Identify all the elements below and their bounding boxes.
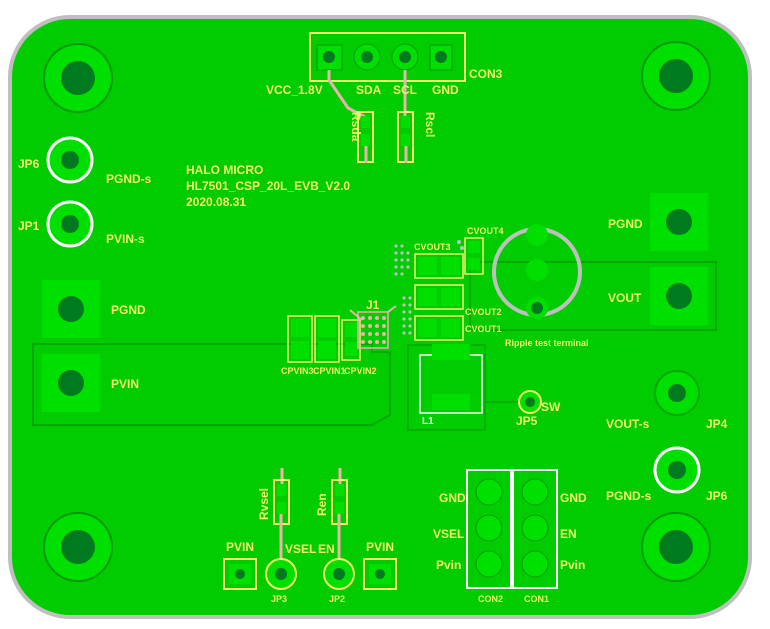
- right-power-pads: [650, 193, 708, 325]
- con1-pin-pvin: Pvin: [560, 558, 585, 572]
- label-cvout1: CVOUT1: [465, 324, 502, 334]
- con1-pin-en: EN: [560, 527, 577, 541]
- board-title-line1: HALO MICRO: [186, 163, 263, 177]
- label-j1: J1: [366, 298, 380, 312]
- con2-pin-gnd: GND: [439, 491, 466, 505]
- label-rvsel: Rvsel: [257, 488, 271, 520]
- board-outline: [8, 15, 752, 619]
- label-jp5: JP5: [516, 414, 538, 428]
- con3-header: [309, 32, 466, 82]
- bottom-jumper-pads: [223, 558, 397, 590]
- pvin-plane-outline: [32, 343, 391, 426]
- label-jp2: JP2: [329, 594, 345, 604]
- label-jp6-right: JP6: [706, 489, 728, 503]
- board-title-line3: 2020.08.31: [186, 195, 246, 209]
- left-test-points: [46, 136, 94, 248]
- con3-pin-vcc: VCC_1.8V: [266, 83, 323, 97]
- label-jp6-left: JP6: [18, 157, 40, 171]
- label-l1: L1: [422, 416, 434, 427]
- i2c-traces: [327, 70, 407, 119]
- label-cvout4: CVOUT4: [467, 226, 504, 236]
- mounting-holes: [43, 41, 711, 582]
- label-cvout3: CVOUT3: [414, 242, 451, 252]
- label-pvin-bottom-right: PVIN: [366, 540, 394, 554]
- con3-pin-gnd: GND: [432, 83, 459, 97]
- label-jp1: JP1: [18, 219, 40, 233]
- label-pgnd-right: PGND: [608, 217, 643, 231]
- bottom-resistors: [273, 468, 348, 566]
- label-rscl: Rscl: [423, 112, 437, 137]
- label-jp3: JP3: [271, 594, 287, 604]
- j1-and-cpvin: [287, 305, 397, 363]
- ripple-test-terminal: [492, 224, 582, 319]
- left-power-pads: [42, 280, 100, 412]
- con2-con1-headers: [466, 469, 558, 589]
- board-title-line2: HL7501_CSP_20L_EVB_V2.0: [186, 179, 350, 193]
- label-pgnd-s-right: PGND-s: [606, 489, 652, 503]
- top-resistors: [357, 111, 414, 163]
- label-pvin-s: PVIN-s: [106, 232, 145, 246]
- sw-test-point: [518, 390, 542, 414]
- label-ripple: Ripple test terminal: [505, 338, 589, 348]
- con1-pin-gnd: GND: [560, 491, 587, 505]
- via-field: [394, 240, 464, 335]
- vout-plane-outline: [469, 261, 717, 331]
- con3-pin-sda: SDA: [356, 83, 382, 97]
- label-cpvin1: CPVIN1: [313, 366, 346, 376]
- con2-pin-pvin: Pvin: [436, 558, 461, 572]
- label-pgnd-s-left: PGND-s: [106, 172, 152, 186]
- label-cpvin2: CPVIN2: [344, 366, 377, 376]
- label-pvin-left: PVIN: [111, 377, 139, 391]
- label-con2: CON2: [478, 594, 503, 604]
- label-pgnd-left: PGND: [111, 303, 146, 317]
- label-cvout2: CVOUT2: [465, 307, 502, 317]
- con3-ref: CON3: [469, 67, 503, 81]
- con2-pin-vsel: VSEL: [433, 527, 464, 541]
- right-test-points: [653, 370, 701, 494]
- cvout-capacitors: [414, 237, 484, 341]
- label-en-bottom: EN: [318, 542, 335, 556]
- label-vout-s: VOUT-s: [606, 417, 650, 431]
- label-rsda: Rsda: [349, 112, 363, 142]
- label-jp4: JP4: [706, 417, 728, 431]
- inductor-l1: [419, 344, 483, 414]
- label-vout: VOUT: [608, 291, 642, 305]
- label-cpvin3: CPVIN3: [281, 366, 314, 376]
- label-pvin-bottom-left: PVIN: [226, 540, 254, 554]
- label-ren: Ren: [315, 493, 329, 516]
- label-con1: CON1: [524, 594, 549, 604]
- label-sw: SW: [541, 400, 561, 414]
- label-vsel-bottom: VSEL: [285, 542, 316, 556]
- con3-pin-scl: SCL: [393, 83, 417, 97]
